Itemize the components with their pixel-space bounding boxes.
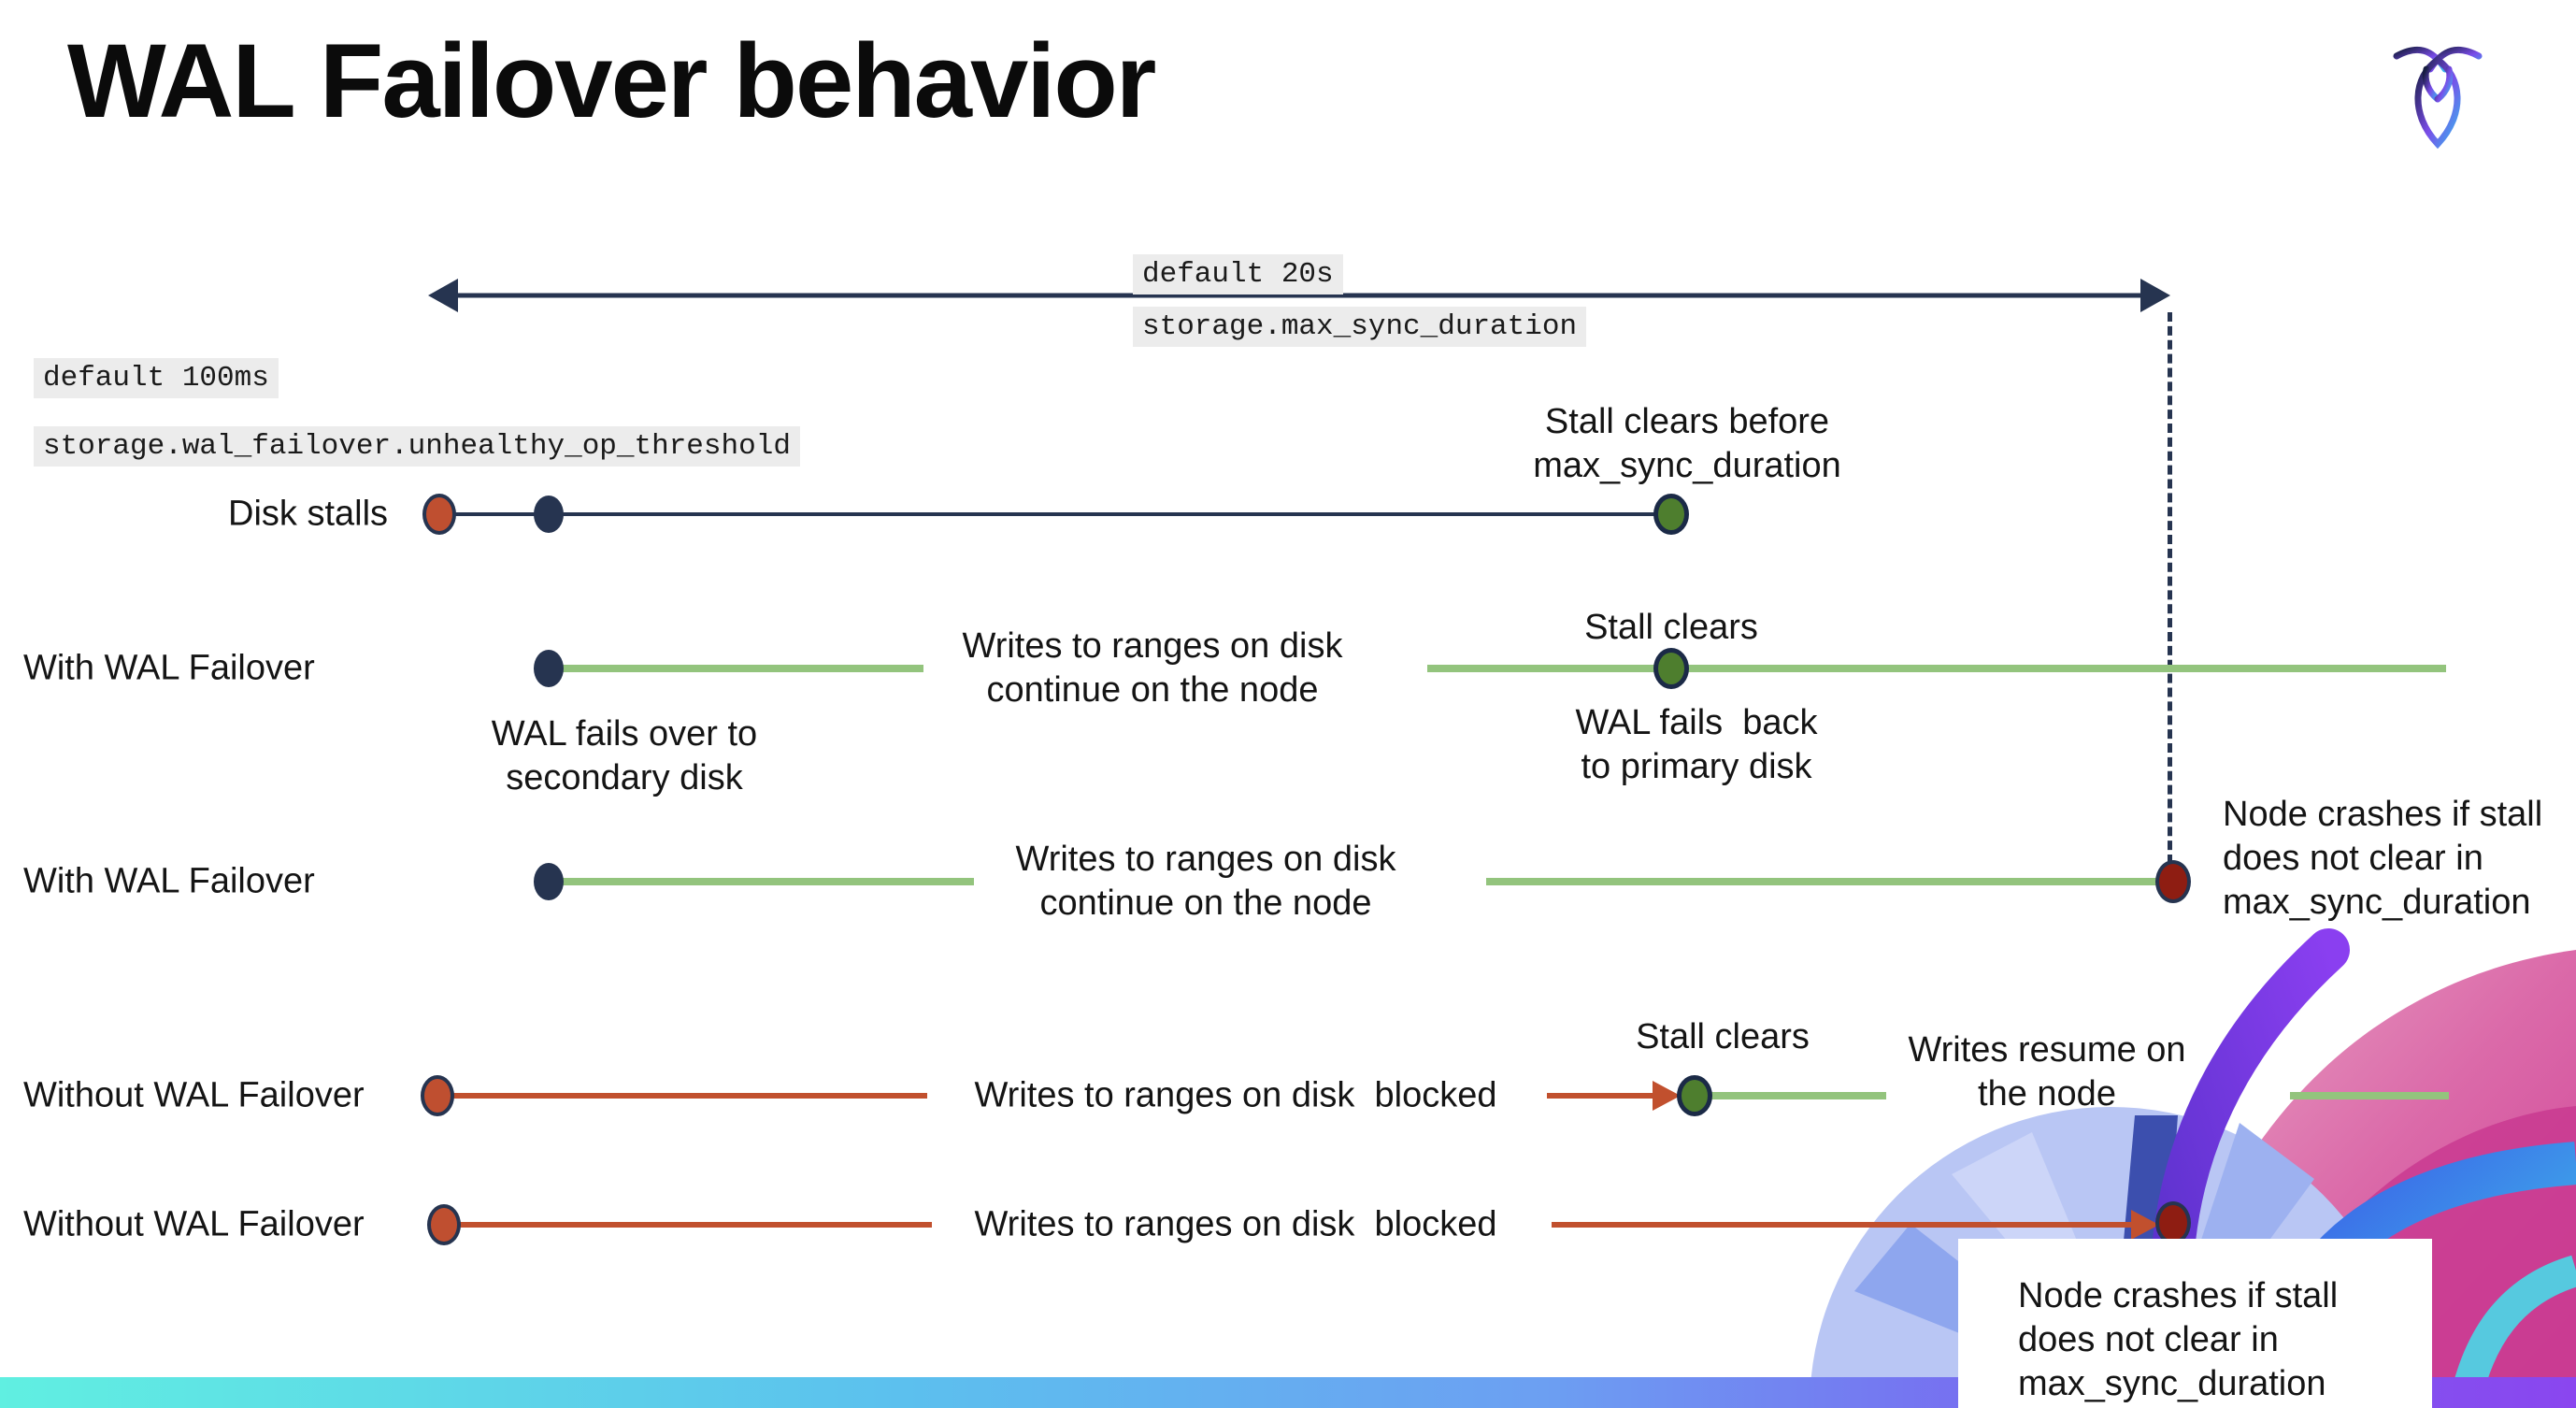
failover-trigger-dot [534,496,564,533]
threshold-setting-name: storage.wal_failover.unhealthy_op_thresh… [34,426,800,467]
writes-continue-text-1: Writes to ranges on disk continue on the… [962,625,1343,710]
writes-blocked2-line-a [455,1222,932,1228]
writes-resume-line-b [2290,1092,2449,1099]
writes-blocked-line-a [449,1093,927,1099]
max-sync-duration-arrow-line [454,293,2146,298]
row-label-with-wal-failover-1: With WAL Failover [23,648,315,688]
node-crash-text-row5: Node crashes if stall does not clear in … [2018,1276,2339,1404]
writes-resume-text: Writes resume on the node [1908,1030,2186,1114]
red-arrowhead-row4-icon [1653,1081,1681,1111]
stall-clears-text-row4: Stall clears [1636,1017,1810,1056]
wal-fails-back-text: WAL fails back to primary disk [1575,703,1818,787]
arrowhead-left-icon [428,279,458,312]
wal-fails-over-text: WAL fails over to secondary disk [491,714,758,798]
arrowhead-right-icon [2140,279,2170,312]
writes-blocked-line-b [1547,1093,1654,1099]
node-crash-text-row3: Node crashes if stall does not clear in … [2223,795,2543,923]
disk-stall-timeline [439,512,1671,516]
failover-dot [534,650,564,687]
stall-clears-dot-row4 [1677,1075,1712,1116]
stall-start-dot-row4 [421,1075,454,1116]
writes-continue-line-a [561,665,923,672]
stall-start-dot-row5 [427,1204,461,1245]
stall-clears-before-text: Stall clears before max_sync_duration [1533,402,1841,486]
cockroachdb-logo-icon [2393,46,2483,150]
stall-start-dot [422,494,456,535]
max-sync-setting-name: storage.max_sync_duration [1133,307,1587,347]
row-label-with-wal-failover-2: With WAL Failover [23,861,315,901]
failover-dot-2 [534,863,564,900]
stall-clears-dot-row2 [1653,648,1689,689]
row-label-without-wal-failover-2: Without WAL Failover [23,1204,365,1244]
writes-blocked-text-1: Writes to ranges on disk blocked [974,1075,1497,1115]
writes-continue-line-b [1427,665,2446,672]
node-crash-dot-row3 [2155,860,2191,903]
max-sync-deadline-dashed-line [2168,312,2172,864]
stall-clears-text-row2: Stall clears [1584,608,1758,647]
row-label-without-wal-failover-1: Without WAL Failover [23,1075,365,1115]
threshold-default-label: default 100ms [34,358,279,398]
stall-clear-dot [1653,494,1689,535]
writes-resume-line-a [1710,1092,1886,1099]
writes-continue2-line-b [1486,878,2173,885]
max-sync-default-label: default 20s [1133,254,1343,295]
node-crash-callout-box: Node crashes if stall does not clear in … [1958,1239,2432,1408]
writes-continue-text-2: Writes to ranges on disk continue on the… [1015,839,1396,923]
red-arrowhead-row5-icon [2131,1210,2159,1240]
writes-continue2-line-a [561,878,974,885]
writes-blocked2-line-b [1552,1222,2133,1228]
writes-blocked-text-2: Writes to ranges on disk blocked [974,1204,1497,1244]
row-label-disk-stalls: Disk stalls [228,494,389,534]
page-title: WAL Failover behavior [67,22,1156,139]
